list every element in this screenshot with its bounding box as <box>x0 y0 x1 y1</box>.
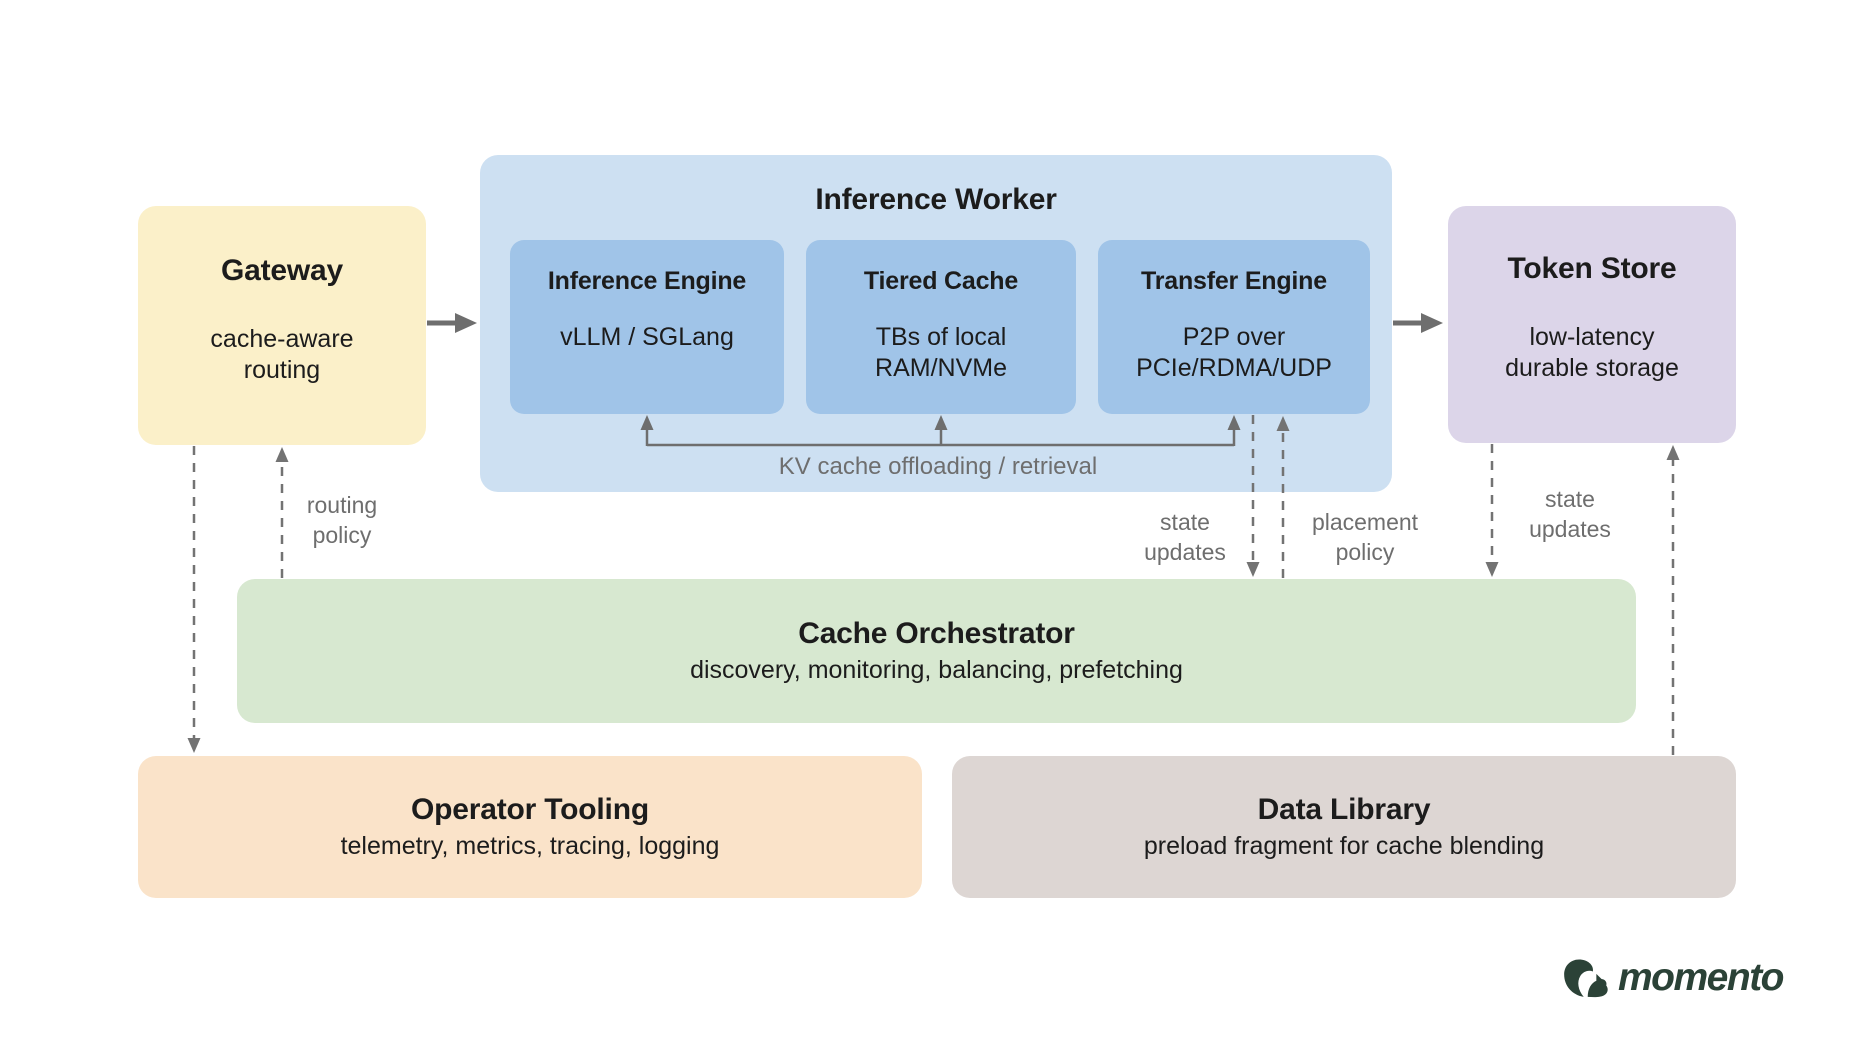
gateway-title: Gateway <box>221 254 343 287</box>
tiered-cache-body: TBs of local RAM/NVMe <box>875 323 1007 382</box>
kv-cache-label: KV cache offloading / retrieval <box>778 453 1098 480</box>
momento-wordmark: momento <box>1618 955 1785 999</box>
operator-tooling-title: Operator Tooling <box>411 792 649 826</box>
transfer-engine-title: Transfer Engine <box>1141 267 1327 295</box>
gateway-body: cache-aware routing <box>210 325 354 384</box>
tiered-cache-title: Tiered Cache <box>863 267 1019 295</box>
gateway-node: Gateway cache-aware routing <box>138 206 426 445</box>
cache-orchestrator-node: Cache Orchestrator discovery, monitoring… <box>237 579 1636 723</box>
data-library-node: Data Library preload fragment for cache … <box>952 756 1736 898</box>
momento-logo: momento <box>1563 954 1785 1004</box>
inference-engine-body: vLLM / SGLang <box>560 323 734 351</box>
data-library-body: preload fragment for cache blending <box>1143 831 1545 860</box>
token-store-node: Token Store low-latency durable storage <box>1448 206 1736 443</box>
data-library-title: Data Library <box>1257 792 1431 826</box>
state-updates-store-label: state updates <box>1529 486 1611 542</box>
placement-policy-label: placement policy <box>1311 509 1419 565</box>
operator-tooling-body: telemetry, metrics, tracing, logging <box>340 831 720 860</box>
inference-engine-title: Inference Engine <box>547 267 747 295</box>
transfer-engine-body: P2P over PCIe/RDMA/UDP <box>1136 323 1332 382</box>
cache-orchestrator-body: discovery, monitoring, balancing, prefet… <box>690 655 1183 684</box>
transfer-engine-node: Transfer Engine P2P over PCIe/RDMA/UDP <box>1098 240 1370 414</box>
cache-orchestrator-title: Cache Orchestrator <box>798 616 1075 650</box>
inference-worker-title: Inference Worker <box>815 183 1057 216</box>
squirrel-icon <box>1563 954 1609 1004</box>
state-updates-worker-label: state updates <box>1144 509 1226 565</box>
tiered-cache-node: Tiered Cache TBs of local RAM/NVMe <box>806 240 1076 414</box>
operator-tooling-node: Operator Tooling telemetry, metrics, tra… <box>138 756 922 898</box>
token-store-body: low-latency durable storage <box>1505 323 1679 382</box>
routing-policy-label: routing policy <box>306 492 378 548</box>
token-store-title: Token Store <box>1507 252 1677 285</box>
inference-engine-node: Inference Engine vLLM / SGLang <box>510 240 784 414</box>
